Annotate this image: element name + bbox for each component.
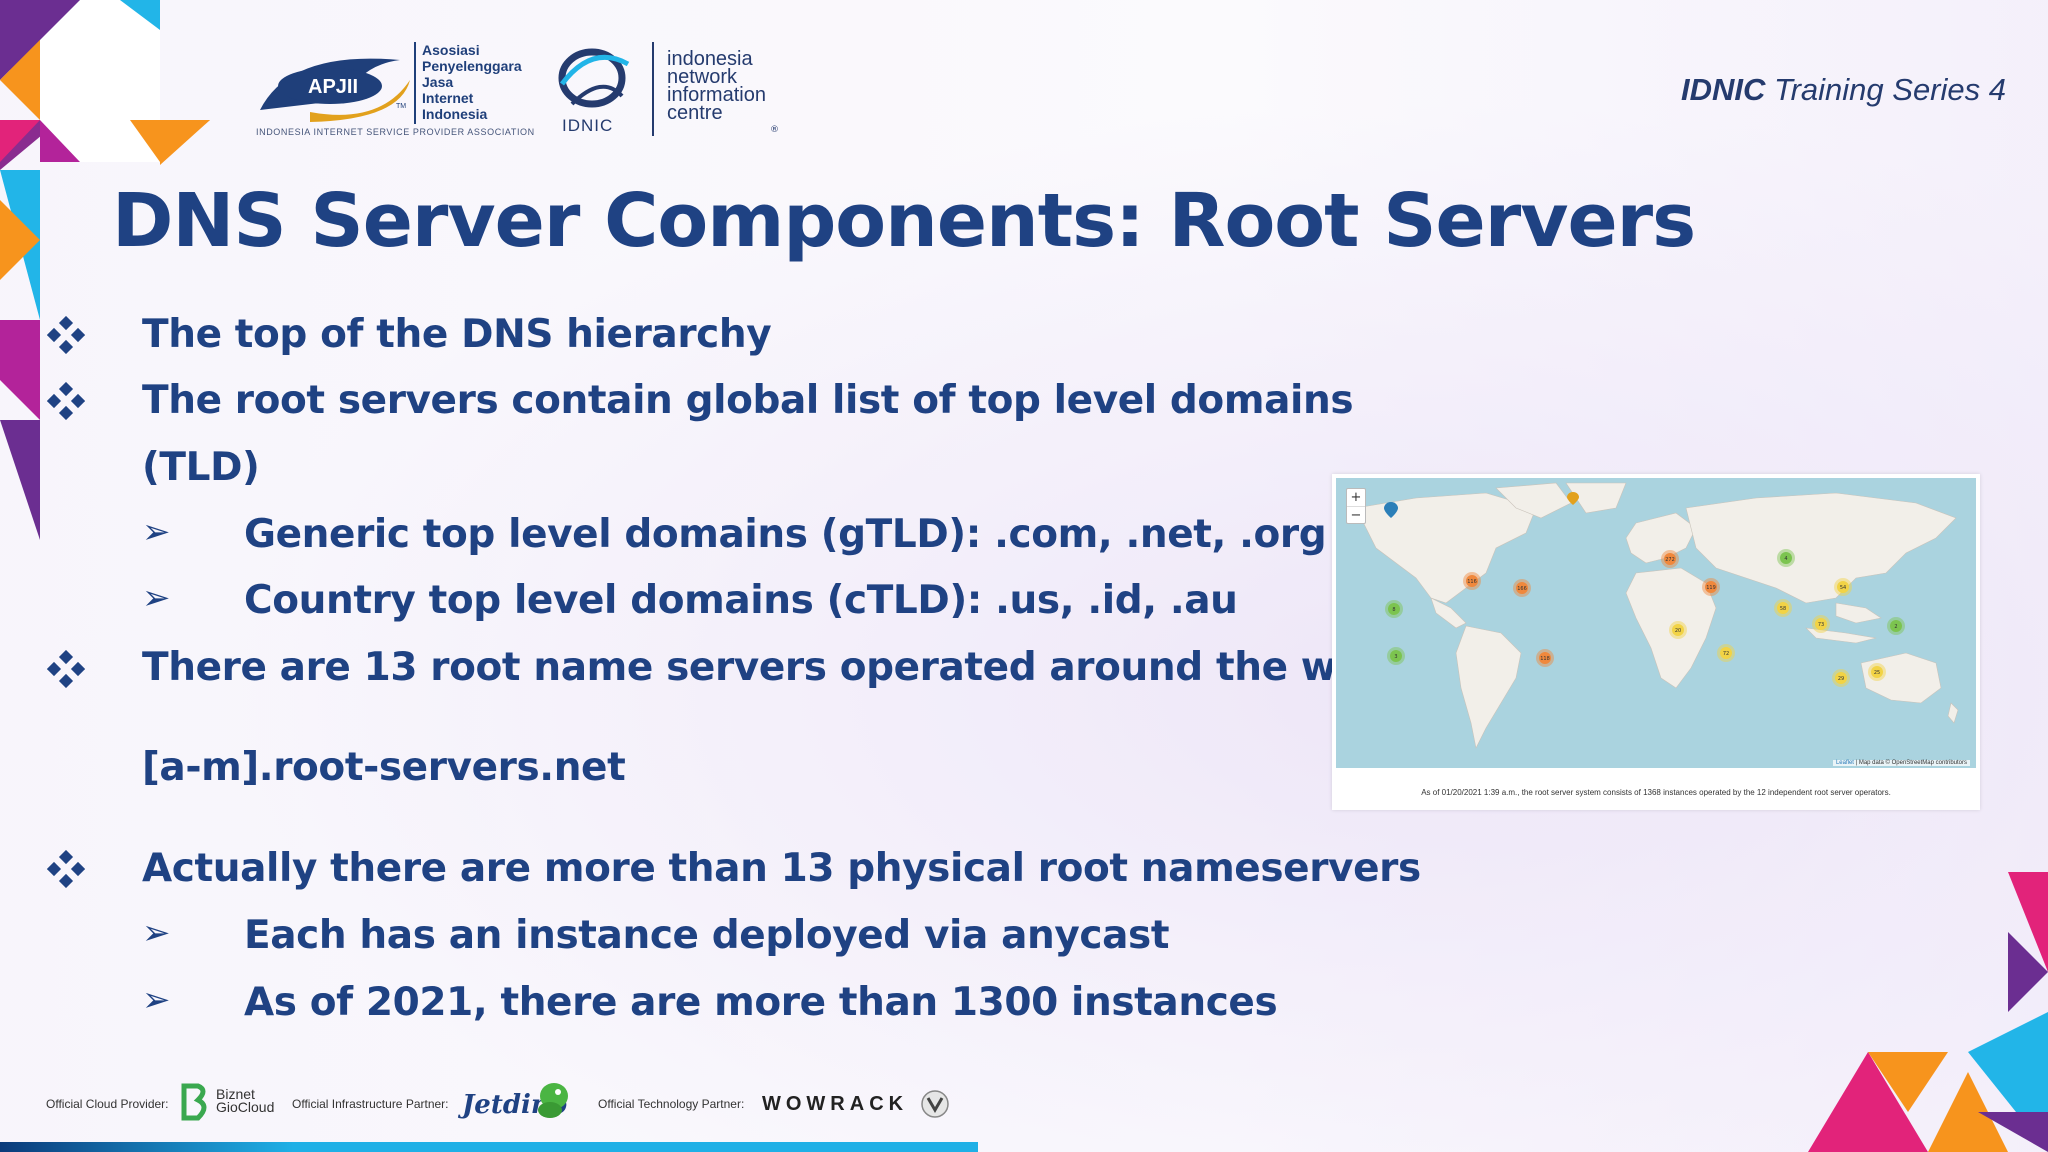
bullet-diamond-icon [47,382,85,420]
bullet-text: There are 13 root name servers operated … [142,645,1423,690]
map-attribution: Leaflet | Map data © OpenStreetMap contr… [1832,760,1970,766]
wowrack-emblem-icon [921,1090,949,1118]
map-caption: As of 01/20/2021 1:39 a.m., the root ser… [1421,788,1891,797]
sub-bullet-text: As of 2021, there are more than 1300 ins… [244,980,1278,1025]
map-cluster-marker[interactable]: 29 [1832,669,1850,687]
bullet-text: Actually there are more than 13 physical… [142,846,1421,891]
sub-bullet-arrow-icon: ➢ [142,512,171,552]
map-cluster-count: 119 [1706,585,1716,591]
root-server-map[interactable]: 116 166 272 119 4 54 58 73 20 118 72 29 25 2 8 3 + − Le… [1336,478,1976,768]
slide-title: DNS Server Components: Root Servers [112,178,1696,264]
sub-bullet-text: Each has an instance deployed via anycas… [244,913,1170,958]
map-cluster-marker[interactable]: 72 [1717,644,1735,662]
map-cluster-marker[interactable]: 2 [1887,617,1905,635]
dino-mascot-icon [538,1083,568,1118]
svg-text:APJII: APJII [308,76,358,98]
map-cluster-count: 25 [1874,670,1880,676]
bullet-text: The top of the DNS hierarchy [142,312,772,357]
series-brand: IDNIC [1680,72,1766,107]
apjii-divider [414,42,416,124]
map-cluster-count: 3 [1394,654,1397,660]
cluster-layer: 116 166 272 119 4 54 58 73 20 118 72 29 25 2 8 3 [1385,549,1905,687]
series-rest: Training Series 4 [1765,72,2006,107]
map-cluster-marker[interactable]: 3 [1387,647,1405,665]
leaflet-link[interactable]: Leaflet [1835,760,1854,766]
map-cluster-marker[interactable]: 166 [1513,579,1531,597]
biznet-logo-icon [181,1083,207,1121]
map-pin-icon [1567,492,1579,505]
apjii-tm: TM [396,103,407,110]
technology-partner-label: Official Technology Partner: [598,1097,745,1111]
map-cluster-marker[interactable]: 54 [1834,578,1852,596]
idnic-registered-mark: ® [770,125,779,135]
apjii-logo: APJII [260,58,410,122]
infrastructure-partner-label: Official Infrastructure Partner: [292,1097,449,1111]
map-cluster-count: 58 [1780,606,1786,612]
idnic-logo-icon [558,48,630,108]
map-cluster-marker[interactable]: 58 [1774,599,1792,617]
map-pin-icon [1384,502,1398,518]
map-cluster-count: 73 [1818,622,1824,628]
map-cluster-marker[interactable]: 8 [1385,600,1403,618]
map-cluster-count: 2 [1894,624,1897,630]
map-cluster-marker[interactable]: 118 [1536,649,1554,667]
bullet-text: [a-m].root-servers.net [142,745,626,790]
bottom-right-decoration [1808,872,2048,1152]
map-cluster-count: 166 [1517,586,1527,592]
root-server-map-card: 116 166 272 119 4 54 58 73 20 118 72 29 25 2 8 3 + − Le… [1332,474,1980,810]
series-label: IDNIC Training Series 4 [1681,72,2006,108]
zoom-in-button[interactable]: + [1347,489,1365,507]
bullet-diamond-icon [47,850,85,888]
top-left-triangles [0,0,210,162]
map-cluster-count: 116 [1467,579,1477,585]
world-map [1355,482,1959,749]
map-zoom-control: + − [1346,488,1366,524]
sub-bullet-arrow-icon: ➢ [142,980,171,1020]
bullet-diamond-icon [47,650,85,688]
footer-accent-bar [0,1142,978,1152]
map-cluster-count: 54 [1840,585,1846,591]
map-cluster-marker[interactable]: 25 [1868,663,1886,681]
bullet-text: (TLD) [142,445,260,490]
map-cluster-marker[interactable]: 20 [1669,621,1687,639]
biznet-logo-text: Biznet GioCloud [216,1086,275,1115]
sub-bullet-arrow-icon: ➢ [142,578,171,618]
map-cluster-count: 72 [1723,651,1729,657]
cloud-provider-label: Official Cloud Provider: [46,1097,169,1111]
idnic-divider [652,42,654,136]
idnic-full-name: indonesia network information centre [667,48,766,124]
map-cluster-count: 20 [1675,628,1681,634]
sub-bullet-text: Generic top level domains (gTLD): .com, … [244,512,1327,557]
sub-bullet-text: Country top level domains (cTLD): .us, .… [244,578,1238,623]
idnic-logo-word: IDNIC [562,116,614,135]
wowrack-logo: WOWRACK [762,1093,909,1115]
bullet-diamond-icon [47,316,85,354]
zoom-out-button[interactable]: − [1350,508,1362,523]
apjii-full-name: Asosiasi Penyelenggara Jasa Internet Ind… [422,42,522,122]
map-cluster-marker[interactable]: 116 [1463,572,1481,590]
map-cluster-marker[interactable]: 272 [1661,550,1679,568]
map-cluster-count: 118 [1540,656,1550,662]
apjii-tagline: INDONESIA INTERNET SERVICE PROVIDER ASSO… [256,127,535,137]
top-left-block [40,0,160,162]
map-cluster-count: 29 [1838,676,1844,682]
map-cluster-marker[interactable]: 119 [1702,578,1720,596]
map-cluster-count: 4 [1784,556,1787,562]
map-cluster-count: 272 [1665,557,1675,563]
map-cluster-marker[interactable]: 73 [1812,615,1830,633]
sub-bullet-arrow-icon: ➢ [142,913,171,953]
bullet-text: The root servers contain global list of … [142,378,1354,423]
map-cluster-count: 8 [1392,607,1395,613]
map-attribution-text: | Map data © OpenStreetMap contributors [1853,760,1967,766]
map-cluster-marker[interactable]: 4 [1777,549,1795,567]
